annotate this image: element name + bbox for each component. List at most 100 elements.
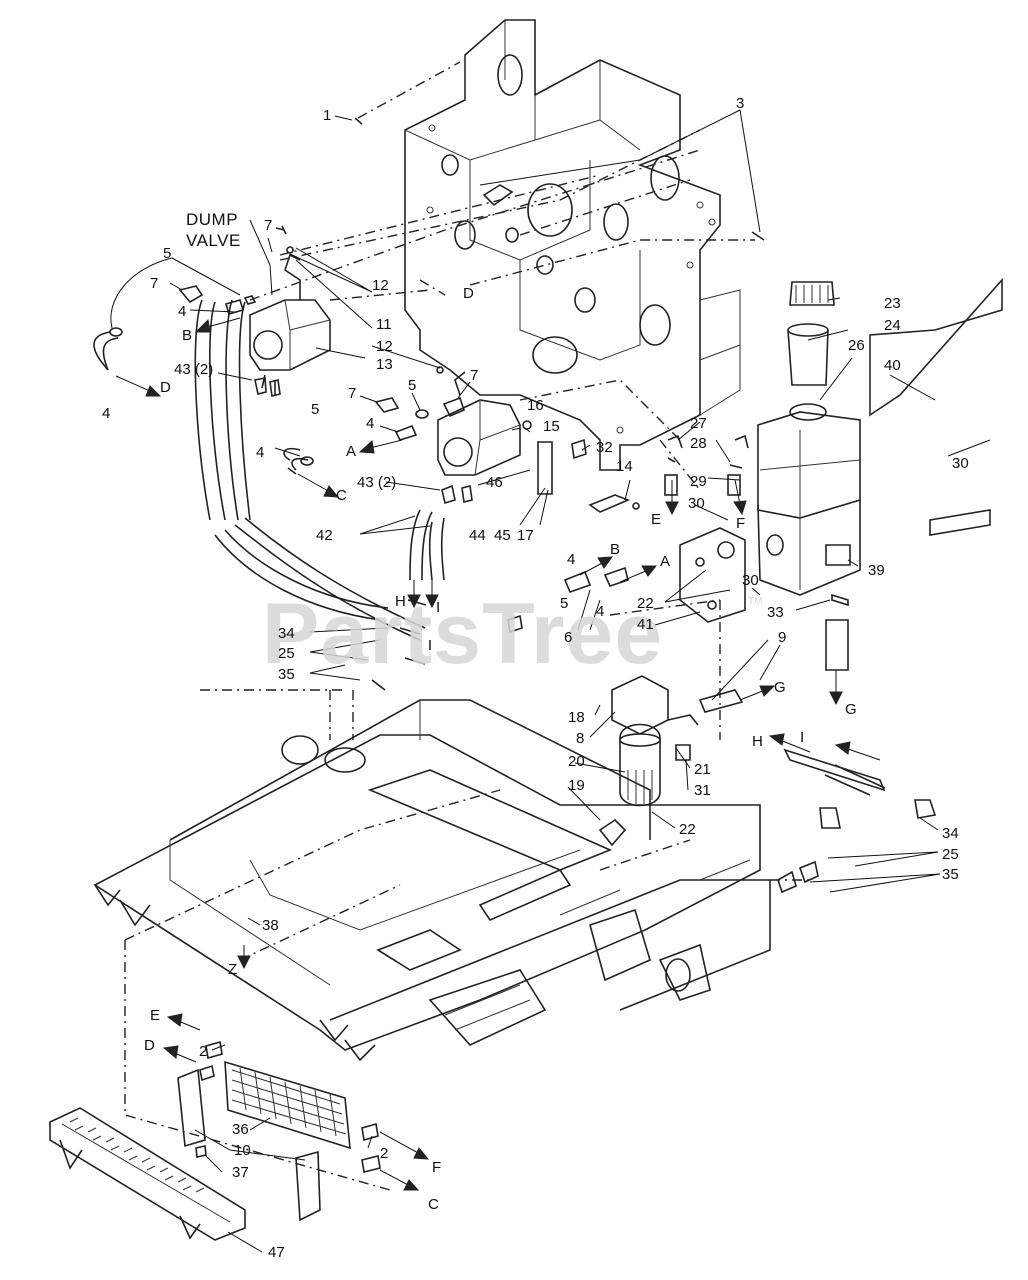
callout-8: 8 — [576, 730, 585, 747]
callout-3: 3 — [736, 95, 745, 112]
callout-43-2: 43 (2) — [174, 361, 214, 378]
callout-46: 46 — [486, 474, 503, 491]
callout-4: 4 — [567, 551, 576, 568]
callout-Z: Z — [228, 961, 238, 978]
callout-7: 7 — [150, 275, 159, 292]
oil-cooler — [177, 1040, 381, 1222]
callout-18: 18 — [568, 709, 585, 726]
callout-34: 34 — [278, 625, 295, 642]
flow-arrows — [115, 317, 881, 1191]
callout-G: G — [845, 701, 857, 718]
callout-I: I — [436, 599, 441, 616]
callout-I: I — [800, 729, 805, 746]
callout-26: 26 — [848, 337, 865, 354]
dump-valve-heading-line1: DUMP — [186, 210, 239, 229]
callout-D: D — [144, 1037, 155, 1054]
foot-plate — [49, 1107, 246, 1241]
callout-10: 10 — [234, 1142, 251, 1159]
pump-left — [249, 253, 331, 395]
callout-20: 20 — [568, 753, 585, 770]
callout-5: 5 — [163, 245, 172, 262]
callout-D: D — [160, 379, 171, 396]
callout-23: 23 — [884, 295, 901, 312]
callout-32: 32 — [596, 439, 613, 456]
callout-30: 30 — [742, 572, 759, 589]
callout-21: 21 — [694, 761, 711, 778]
callout-41: 41 — [637, 616, 654, 633]
callout-28: 28 — [690, 435, 707, 452]
callout-12: 12 — [372, 277, 389, 294]
callout-16: 16 — [527, 397, 544, 414]
callout-9: 9 — [778, 629, 787, 646]
callout-29: 29 — [690, 473, 707, 490]
callout-4: 4 — [366, 415, 375, 432]
bracket-plate — [679, 527, 746, 623]
callout-F: F — [736, 515, 746, 532]
callout-7: 7 — [348, 385, 357, 402]
callout-E: E — [651, 511, 662, 528]
callout-43-2: 43 (2) — [357, 474, 397, 491]
callout-7: 7 — [264, 217, 273, 234]
callout-F: F — [432, 1159, 442, 1176]
callout-47: 47 — [268, 1244, 285, 1261]
hydraulic-lines-mid — [507, 566, 937, 894]
callout-24: 24 — [884, 317, 901, 334]
hydraulic-tank — [664, 277, 1003, 671]
callout-4: 4 — [256, 444, 265, 461]
dump-valve-heading-line2: VALVE — [186, 231, 241, 250]
callout-44: 44 — [469, 527, 486, 544]
callout-H: H — [395, 593, 406, 610]
callout-14: 14 — [616, 458, 633, 475]
callout-36: 36 — [232, 1121, 249, 1138]
callout-H: H — [752, 733, 763, 750]
callout-22: 22 — [679, 821, 696, 838]
callout-25: 25 — [278, 645, 295, 662]
callout-1: 1 — [323, 107, 332, 124]
callout-A: A — [660, 553, 671, 570]
callout-37: 37 — [232, 1164, 249, 1181]
callout-D: D — [463, 285, 474, 302]
filter-assembly — [598, 675, 699, 847]
callout-A: A — [346, 443, 357, 460]
callout-35: 35 — [278, 666, 295, 683]
callout-40: 40 — [884, 357, 901, 374]
fittings — [109, 117, 765, 513]
trademark-mark: TM — [748, 596, 763, 607]
callout-25: 25 — [942, 846, 959, 863]
callout-C: C — [428, 1196, 439, 1213]
main-frame — [404, 19, 741, 471]
callout-30: 30 — [952, 455, 969, 472]
callout-33: 33 — [767, 604, 784, 621]
lower-chassis — [93, 699, 771, 1062]
hoses — [93, 299, 445, 691]
callout-34: 34 — [942, 825, 959, 842]
pump-right — [437, 371, 521, 476]
callout-E: E — [150, 1007, 161, 1024]
callout-42: 42 — [316, 527, 333, 544]
callout-7: 7 — [470, 367, 479, 384]
callout-B: B — [610, 541, 621, 558]
callout-6: 6 — [564, 629, 573, 646]
leader-lines — [110, 109, 991, 1253]
callout-45: 45 — [494, 527, 511, 544]
callout-15: 15 — [543, 418, 560, 435]
callout-39: 39 — [868, 562, 885, 579]
callout-4: 4 — [178, 303, 187, 320]
callout-12: 12 — [376, 338, 393, 355]
callout-19: 19 — [568, 777, 585, 794]
callout-38: 38 — [262, 917, 279, 934]
watermark: PartsTree — [262, 586, 664, 682]
callout-B: B — [182, 327, 193, 344]
callout-2: 2 — [199, 1043, 208, 1060]
callout-31: 31 — [694, 782, 711, 799]
callout-27: 27 — [690, 415, 707, 432]
callout-4: 4 — [102, 405, 111, 422]
callout-30: 30 — [688, 495, 705, 512]
callout-5: 5 — [408, 377, 417, 394]
callout-G: G — [774, 679, 786, 696]
callout-35: 35 — [942, 866, 959, 883]
callout-4: 4 — [596, 603, 605, 620]
callout-C: C — [336, 487, 347, 504]
